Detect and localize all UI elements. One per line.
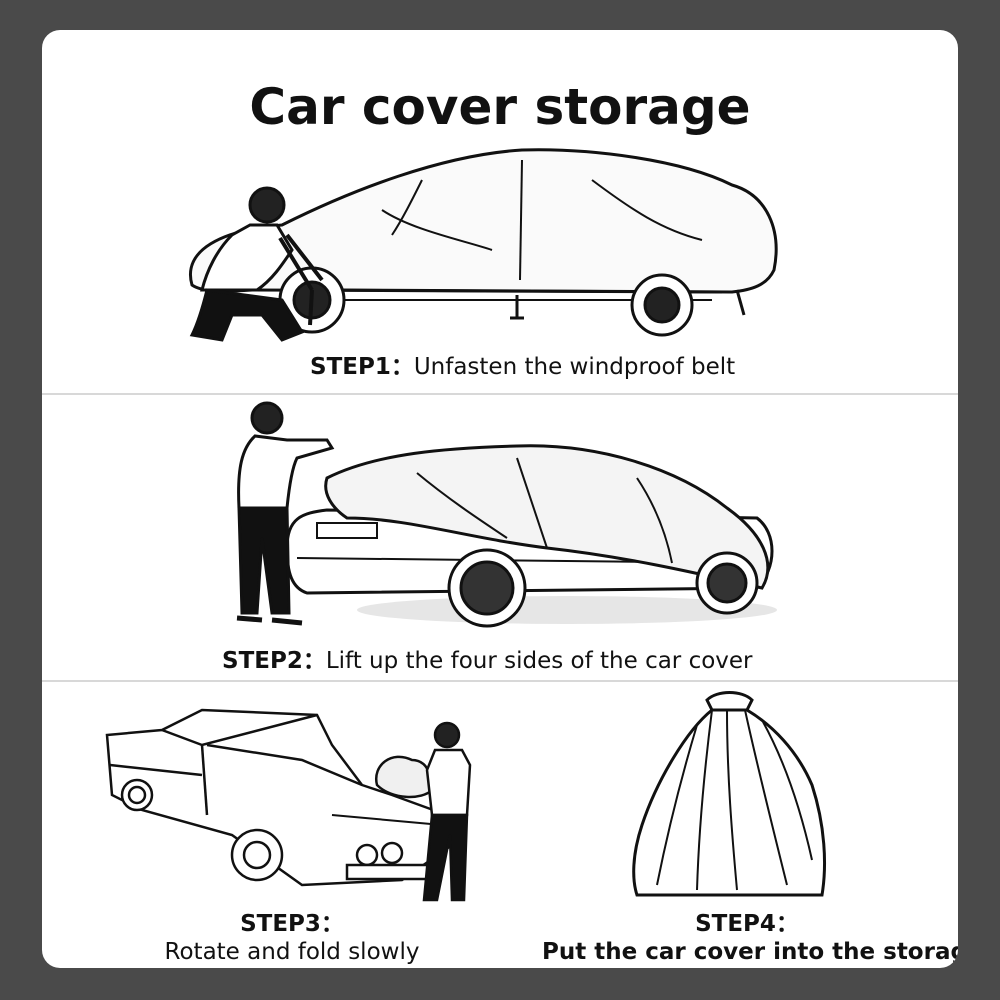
step2-label: STEP2： [222,648,326,674]
storage-bag-icon [632,691,826,897]
step4-text: Put the car cover into the storage bag [542,939,958,965]
divider [42,680,958,682]
divider [42,393,958,395]
step4-label: STEP4： [695,911,799,937]
lifting-cover-icon [236,401,777,628]
step4-caption: STEP4： Put the car cover into the storag… [542,910,958,966]
step1-illustration [162,140,842,350]
step4-illustration [627,685,837,905]
step3-label: STEP3： [240,911,344,937]
step2-text: Lift up the four sides of the car cover [325,648,753,674]
step1-caption: STEP1：Unfasten the windproof belt [310,347,735,381]
instruction-card: Car cover storage [42,30,958,968]
step3-caption: STEP3： Rotate and fold slowly [142,910,442,966]
step3-illustration [102,705,472,910]
page-title: Car cover storage [249,78,751,136]
step1-text: Unfasten the windproof belt [413,354,736,380]
pickup-truck-with-person-icon [105,708,472,902]
step2-illustration [217,398,797,638]
step1-label: STEP1： [310,354,414,380]
step2-caption: STEP2：Lift up the four sides of the car … [222,641,753,675]
step3-text: Rotate and fold slowly [164,939,420,965]
covered-car-with-person-icon [189,148,778,342]
